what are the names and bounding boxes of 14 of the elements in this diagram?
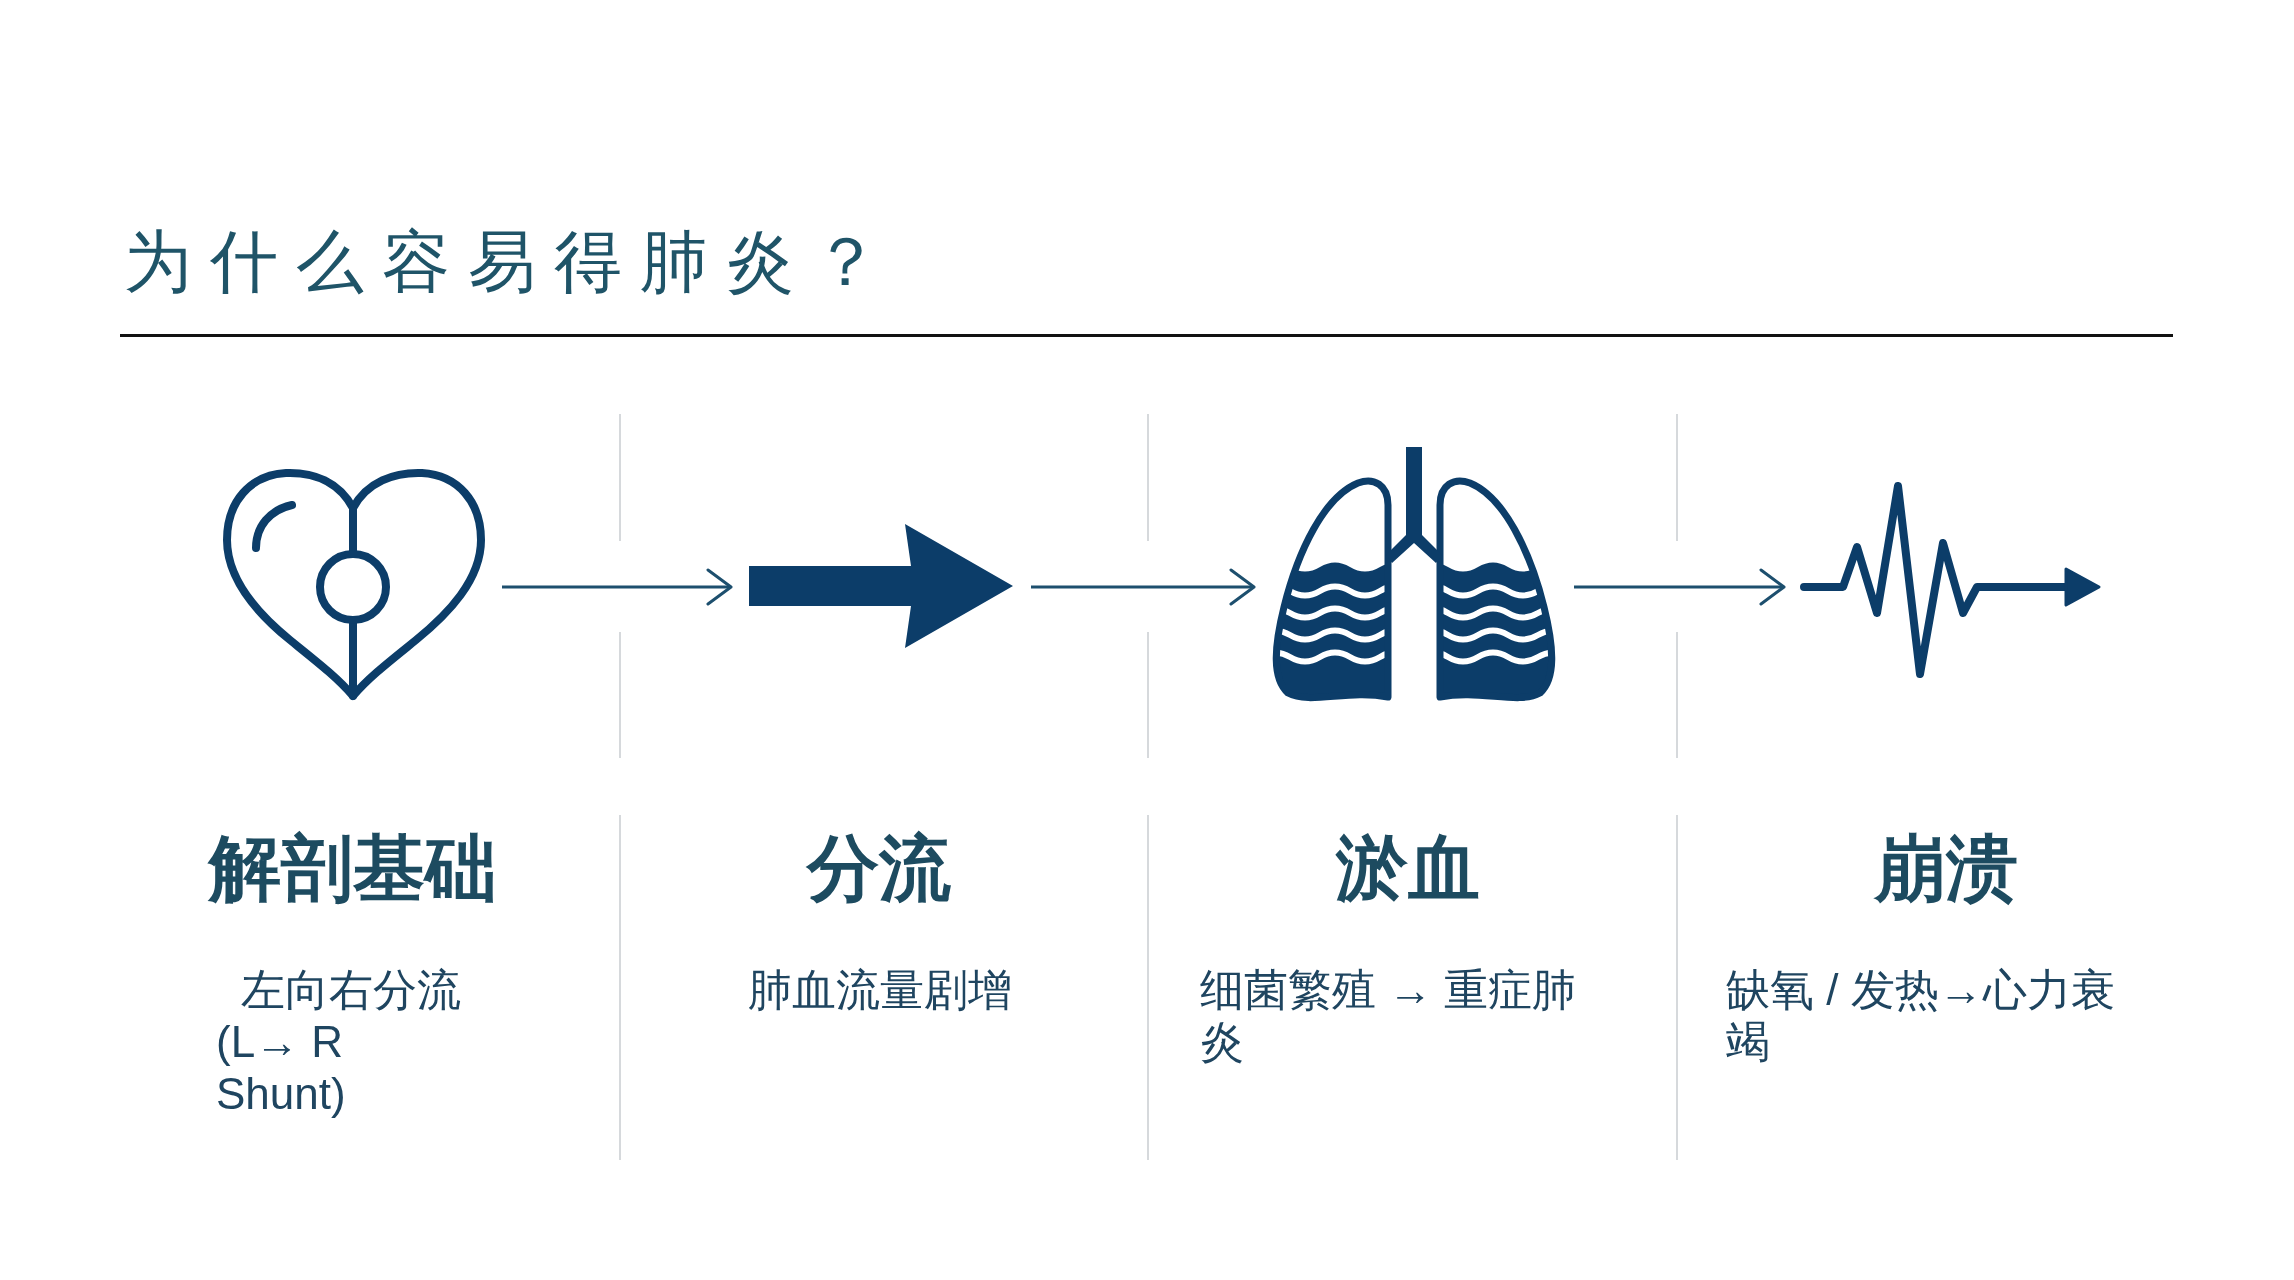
flow-arrow xyxy=(1031,568,1256,606)
flow-arrow xyxy=(502,568,733,606)
column-description: 肺血流量剧增 xyxy=(748,964,1012,1016)
page-title: 为什么容易得肺炎？ xyxy=(124,222,898,301)
flow-arrow xyxy=(1574,568,1786,606)
column-heading: 淤血 xyxy=(1336,827,1480,910)
column-heading: 分流 xyxy=(807,827,951,910)
column-description: 缺氧 / 发热→心力衰竭 xyxy=(1726,964,2116,1068)
column-heading: 解剖基础 xyxy=(209,827,497,910)
column-description: 细菌繁殖 → 重症肺炎 xyxy=(1200,964,1578,1068)
column-heading: 崩溃 xyxy=(1874,827,2018,910)
arrow-icon xyxy=(747,522,1015,650)
column-description: 左向右分流 (L→ R Shunt) xyxy=(216,964,462,1120)
heart-icon xyxy=(222,468,486,702)
